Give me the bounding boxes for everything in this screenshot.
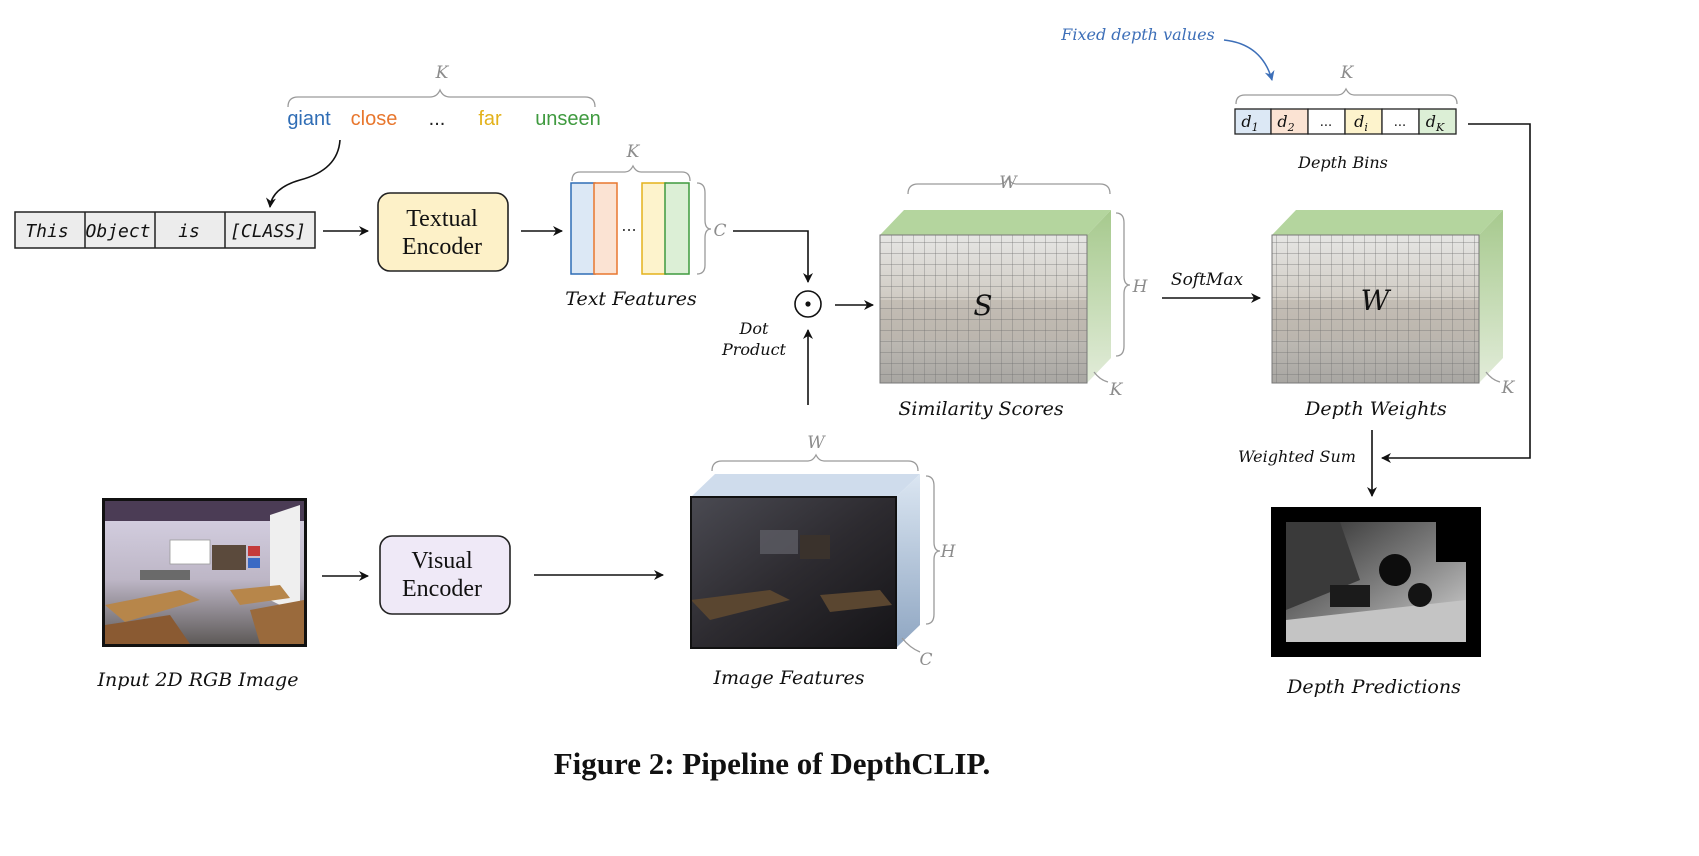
visual-encoder-line1: Visual [411,548,473,574]
prompt-template: This Object is [CLASS] [14,211,316,249]
visual-encoder-line2: Encoder [402,576,482,602]
dot-product-line2: Product [721,340,787,359]
depth-bins: K d1 d2 ... di ... dK Depth Bins [1234,63,1458,172]
textual-encoder-line2: Encoder [402,234,482,260]
fixed-depth-annotation: Fixed depth values [1060,25,1215,44]
visual-encoder: Visual Encoder [379,535,511,615]
input-rgb-image [102,498,307,647]
depth-bin-ellipsis-2: ... [1394,115,1406,130]
prompt-token-object: Object [85,221,150,242]
depth-bin-k: dK [1426,112,1445,134]
prompt-token-class: [CLASS] [230,221,306,242]
depth-bins-k-label: K [1340,63,1355,83]
image-features-h-label: H [940,542,957,562]
text-features-label: Text Features [565,288,697,310]
text-features-to-dot-arrow [733,230,813,283]
depth-bin-2: d2 [1277,112,1294,134]
depth-bins-to-sum-arrow [1381,123,1531,463]
weighted-sum-label: Weighted Sum [1238,447,1356,466]
image-features-c-label: C [919,650,932,670]
text-features: K ... C Text Features [565,142,726,310]
text-features-k-label: K [626,142,641,162]
depth-bin-ellipsis-1: ... [1320,115,1332,130]
dot-product-line1: Dot [739,319,769,338]
class-word-ellipsis: ... [429,108,446,130]
visual-encoder-box [379,535,511,615]
text-features-c-label: C [713,221,726,241]
class-word-close: close [351,108,398,130]
depth-bins-label: Depth Bins [1297,153,1388,172]
input-image-label: Input 2D RGB Image [97,669,299,691]
similarity-cube: W S H K Similarity Scores [879,173,1149,420]
textual-encoder: Textual Encoder [377,192,509,272]
depth-bin-1: d1 [1241,112,1258,134]
prompt-token-this: This [25,221,68,242]
text-features-ellipsis: ... [621,216,636,235]
image-features-cube: W H C Image Features [690,433,957,689]
softmax-label: SoftMax [1171,270,1244,290]
depth-predictions-label: Depth Predictions [1286,676,1461,698]
figure-caption: Figure 2: Pipeline of DepthCLIP. [554,746,991,781]
depth-weights-k-label: K [1501,378,1516,398]
depth-weights-symbol: W [1361,284,1392,317]
image-features-w-label: W [807,433,826,453]
depth-weights-label: Depth Weights [1304,398,1447,420]
class-to-prompt-arrow [265,139,341,208]
class-words-k-label: K [435,63,450,83]
class-word-far: far [478,108,502,130]
class-word-giant: giant [287,108,331,130]
prompt-token-is: is [178,221,200,242]
depth-bin-i: di [1354,112,1368,134]
image-features-label: Image Features [713,667,865,689]
similarity-h-label: H [1132,277,1149,297]
depth-weights-cube: W K Depth Weights [1271,210,1516,420]
textual-encoder-box [377,192,509,272]
textual-encoder-line1: Textual [406,206,478,232]
class-word-list: giant close ... far unseen [287,108,601,130]
similarity-k-label: K [1109,380,1124,400]
class-words-k-brace: K [287,63,596,108]
similarity-label: Similarity Scores [898,398,1064,420]
class-word-unseen: unseen [535,108,601,130]
depth-predictions: Depth Predictions [1271,507,1481,698]
fixed-depth-arrow [1223,39,1275,81]
dot-product: Dot Product [721,290,822,359]
similarity-symbol: S [973,289,992,322]
similarity-w-label: W [999,173,1018,193]
